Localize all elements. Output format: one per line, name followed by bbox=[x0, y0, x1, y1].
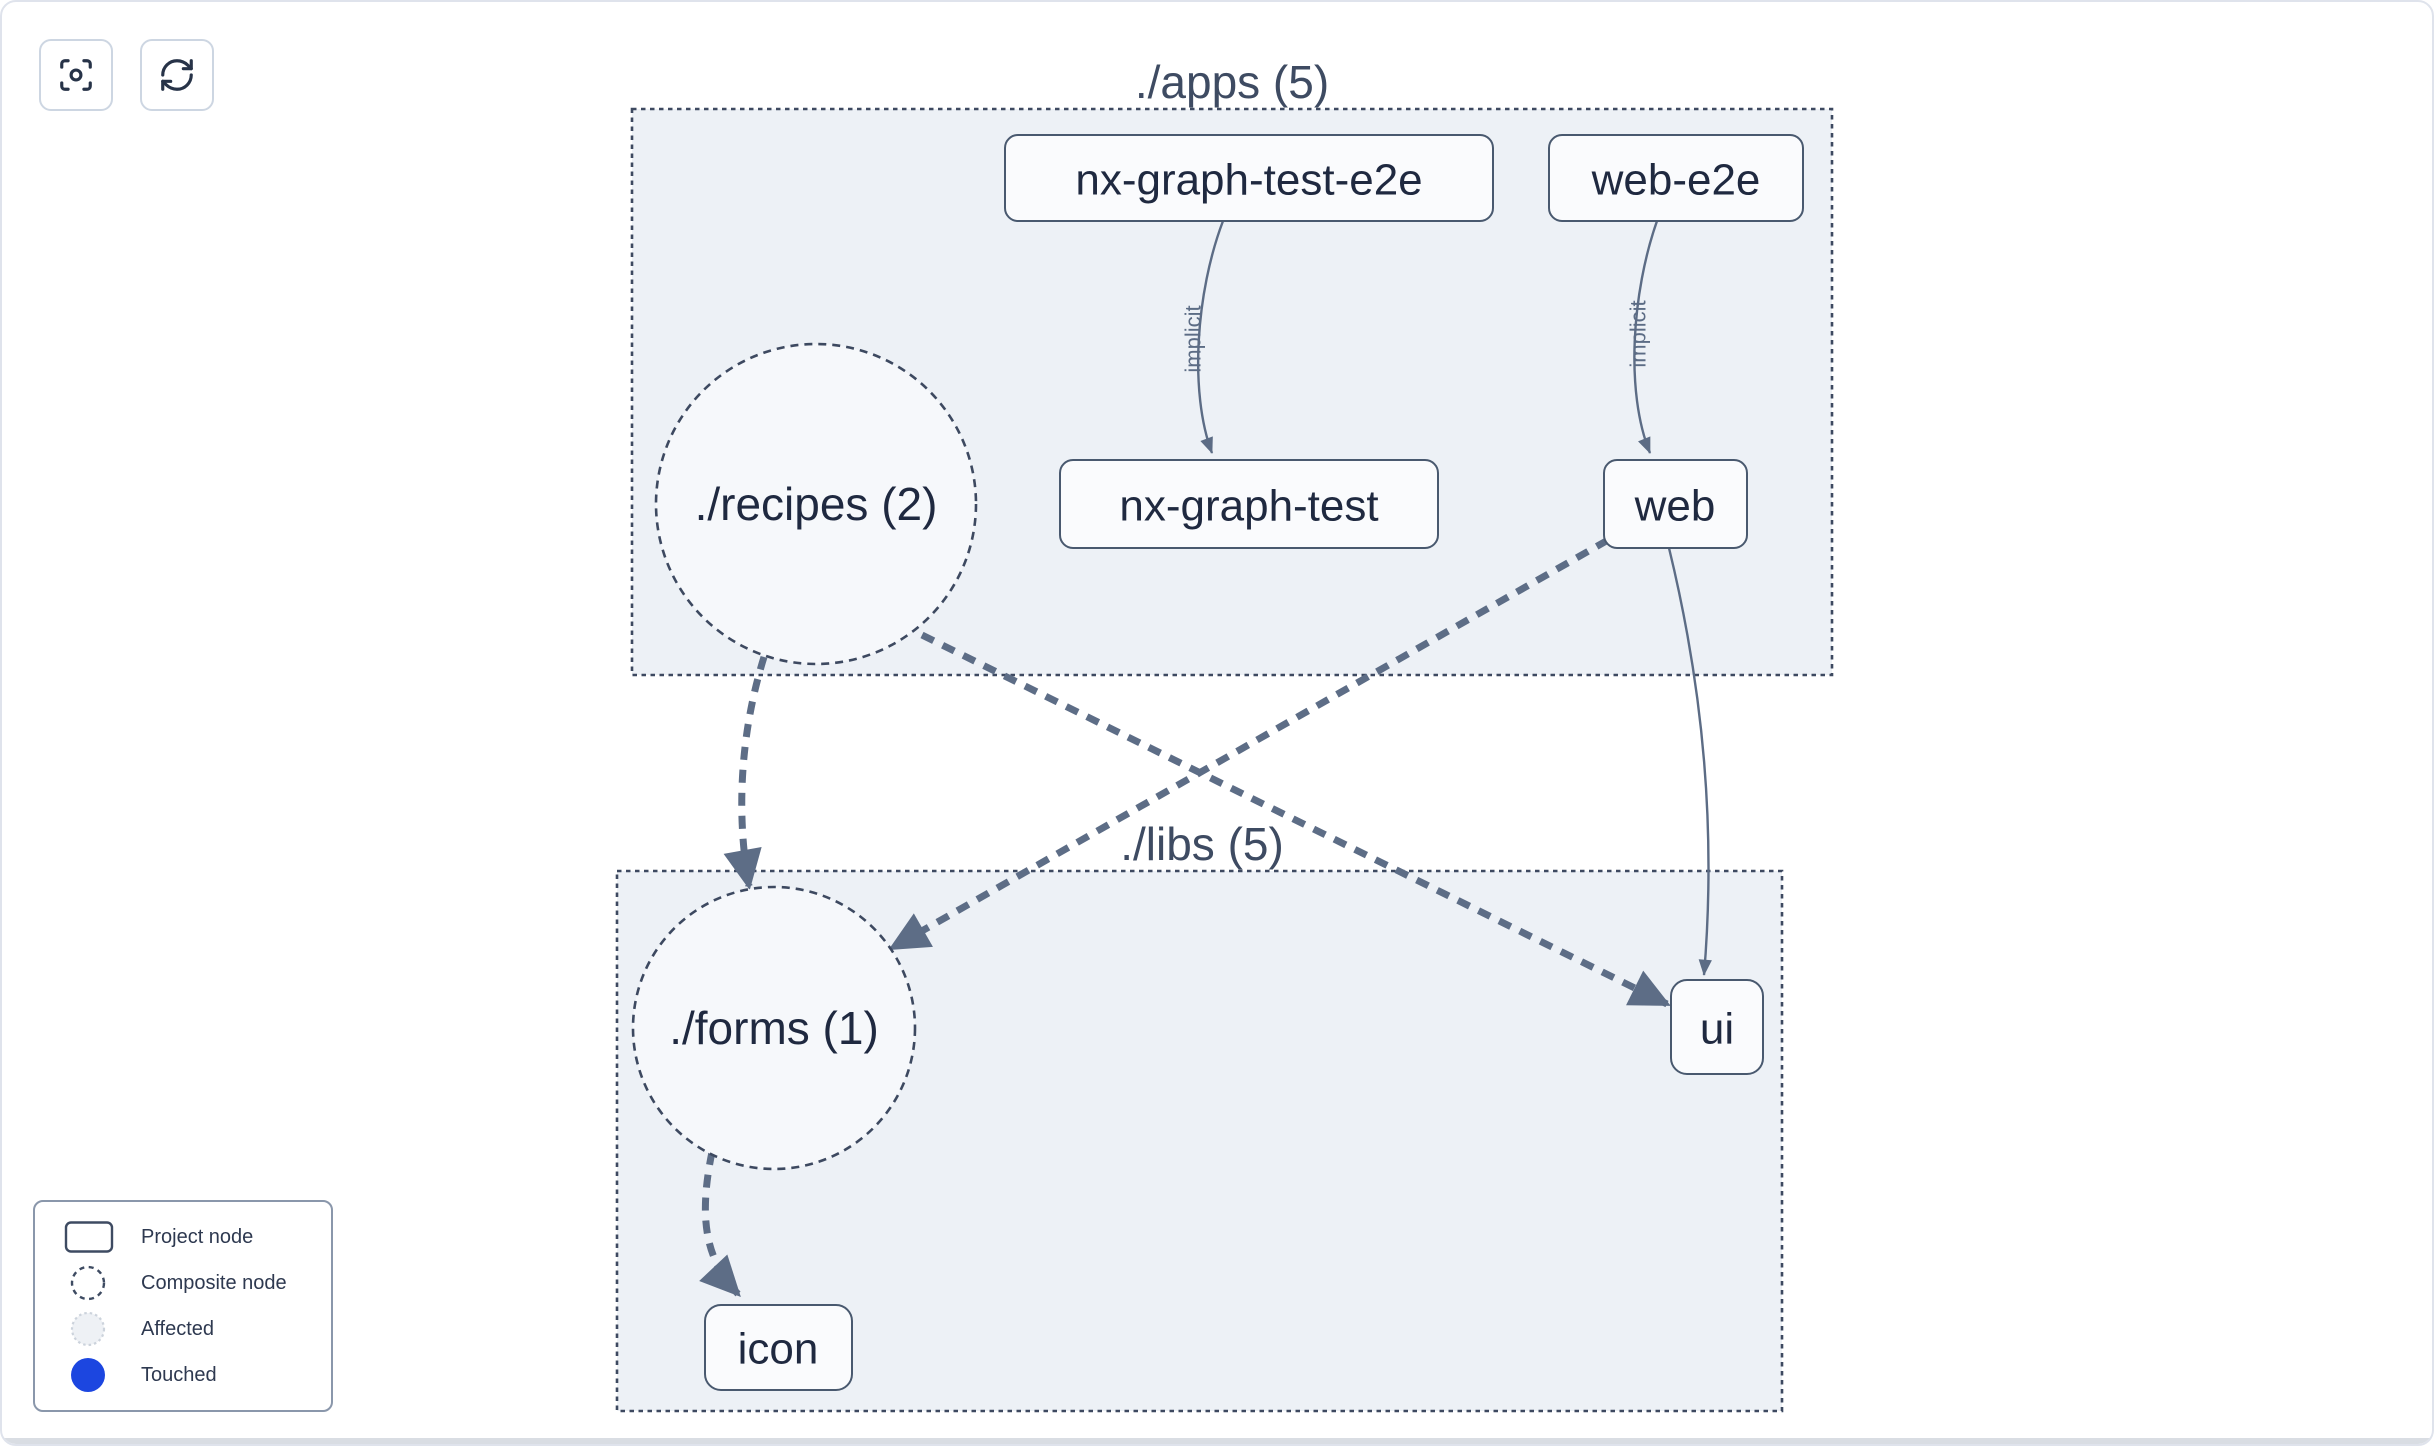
project-node-icon bbox=[35, 1219, 141, 1255]
center-graph-button[interactable] bbox=[39, 39, 113, 111]
cluster-apps-title: ./apps (5) bbox=[1135, 56, 1329, 108]
project-node-ui-label: ui bbox=[1700, 1005, 1734, 1054]
graph-toolbar bbox=[39, 39, 214, 111]
edge-recipes-to-ui[interactable] bbox=[920, 631, 1671, 1008]
project-node-icon[interactable]: icon bbox=[704, 1304, 853, 1391]
edge-recipes-to-forms[interactable] bbox=[723, 655, 768, 891]
project-node-nx-graph-test-e2e-label: nx-graph-test-e2e bbox=[1075, 156, 1422, 205]
project-node-web-e2e-label: web-e2e bbox=[1591, 156, 1761, 205]
composite-node-recipes-label: ./recipes (2) bbox=[695, 478, 938, 530]
legend-item-touched: Touched bbox=[35, 1352, 331, 1398]
refresh-graph-button[interactable] bbox=[140, 39, 214, 111]
affected-icon bbox=[35, 1309, 141, 1349]
composite-node-forms[interactable] bbox=[631, 885, 917, 1171]
edge-label-implicit-1: implicit bbox=[1181, 305, 1206, 372]
project-node-nx-graph-test[interactable]: nx-graph-test bbox=[1059, 459, 1439, 549]
legend-label: Touched bbox=[141, 1363, 217, 1386]
legend-item-project-node: Project node bbox=[35, 1214, 331, 1260]
project-node-icon-label: icon bbox=[738, 1325, 819, 1374]
composite-node-forms-label: ./forms (1) bbox=[669, 1002, 879, 1054]
project-node-web-label: web bbox=[1634, 482, 1716, 531]
project-node-web-e2e[interactable]: web-e2e bbox=[1548, 134, 1804, 222]
focus-icon bbox=[57, 56, 95, 94]
composite-node-recipes[interactable] bbox=[654, 342, 978, 666]
sync-icon bbox=[158, 56, 196, 94]
graph-legend: Project node Composite node Affected bbox=[33, 1200, 333, 1412]
legend-label: Affected bbox=[141, 1317, 215, 1340]
project-node-web[interactable]: web bbox=[1603, 459, 1748, 549]
touched-icon bbox=[35, 1355, 141, 1395]
edge-web-to-ui[interactable] bbox=[1667, 547, 1712, 976]
project-node-nx-graph-test-e2e[interactable]: nx-graph-test-e2e bbox=[1004, 134, 1494, 222]
project-node-ui[interactable]: ui bbox=[1670, 979, 1764, 1075]
edge-web-e2e-to-web[interactable] bbox=[1633, 220, 1659, 454]
legend-item-composite-node: Composite node bbox=[35, 1260, 331, 1306]
window-bottom-edge bbox=[2, 1438, 2432, 1444]
composite-node-icon bbox=[35, 1263, 141, 1303]
edge-label-implicit-2: implicit bbox=[1626, 300, 1651, 367]
edge-nx-graph-test-e2e-to-nx-graph-test[interactable] bbox=[1197, 220, 1225, 454]
legend-label: Composite node bbox=[141, 1271, 287, 1294]
project-node-nx-graph-test-label: nx-graph-test bbox=[1119, 482, 1378, 531]
legend-label: Project node bbox=[141, 1225, 254, 1248]
legend-item-affected: Affected bbox=[35, 1306, 331, 1352]
cluster-libs-title: ./libs (5) bbox=[1120, 818, 1284, 870]
